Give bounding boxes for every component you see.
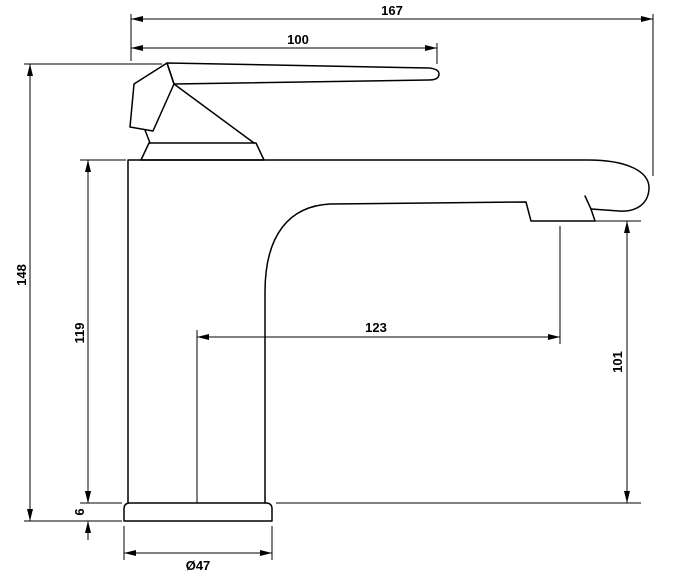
dimension-label-handle-length: 100 bbox=[287, 32, 309, 47]
handle-link-line bbox=[173, 83, 255, 144]
handle-body bbox=[129, 62, 175, 132]
faucet-body-spout-outline bbox=[127, 159, 650, 504]
dimension-label-base-diameter: Ø47 bbox=[186, 558, 211, 573]
spout-aerator-step-line bbox=[584, 195, 592, 210]
dimension-body-height: 119 bbox=[72, 159, 126, 504]
dimension-label-overall-length: 167 bbox=[381, 3, 403, 18]
faucet-outline-group bbox=[123, 62, 650, 522]
dimension-label-body-height: 119 bbox=[72, 323, 87, 344]
dimension-handle-length: 100 bbox=[131, 32, 438, 64]
dimension-base-diameter: Ø47 bbox=[123, 526, 273, 573]
dimension-label-base-thickness: 6 bbox=[72, 508, 87, 515]
dimension-overall-length: 167 bbox=[130, 3, 654, 176]
cartridge-cap bbox=[140, 142, 265, 161]
faucet-base-plate bbox=[123, 502, 273, 522]
dimension-base-thickness: 6 bbox=[72, 484, 91, 540]
dimension-label-overall-height: 148 bbox=[14, 264, 29, 286]
dimension-overall-height: 148 bbox=[14, 63, 162, 522]
handle-lever bbox=[166, 62, 440, 85]
handle-neck-line bbox=[144, 129, 151, 144]
dimension-label-outlet-height: 101 bbox=[610, 351, 625, 373]
dimension-spout-reach: 123 bbox=[196, 226, 561, 503]
dimension-outlet-height: 101 bbox=[276, 220, 641, 504]
dimension-label-spout-reach: 123 bbox=[365, 320, 387, 335]
